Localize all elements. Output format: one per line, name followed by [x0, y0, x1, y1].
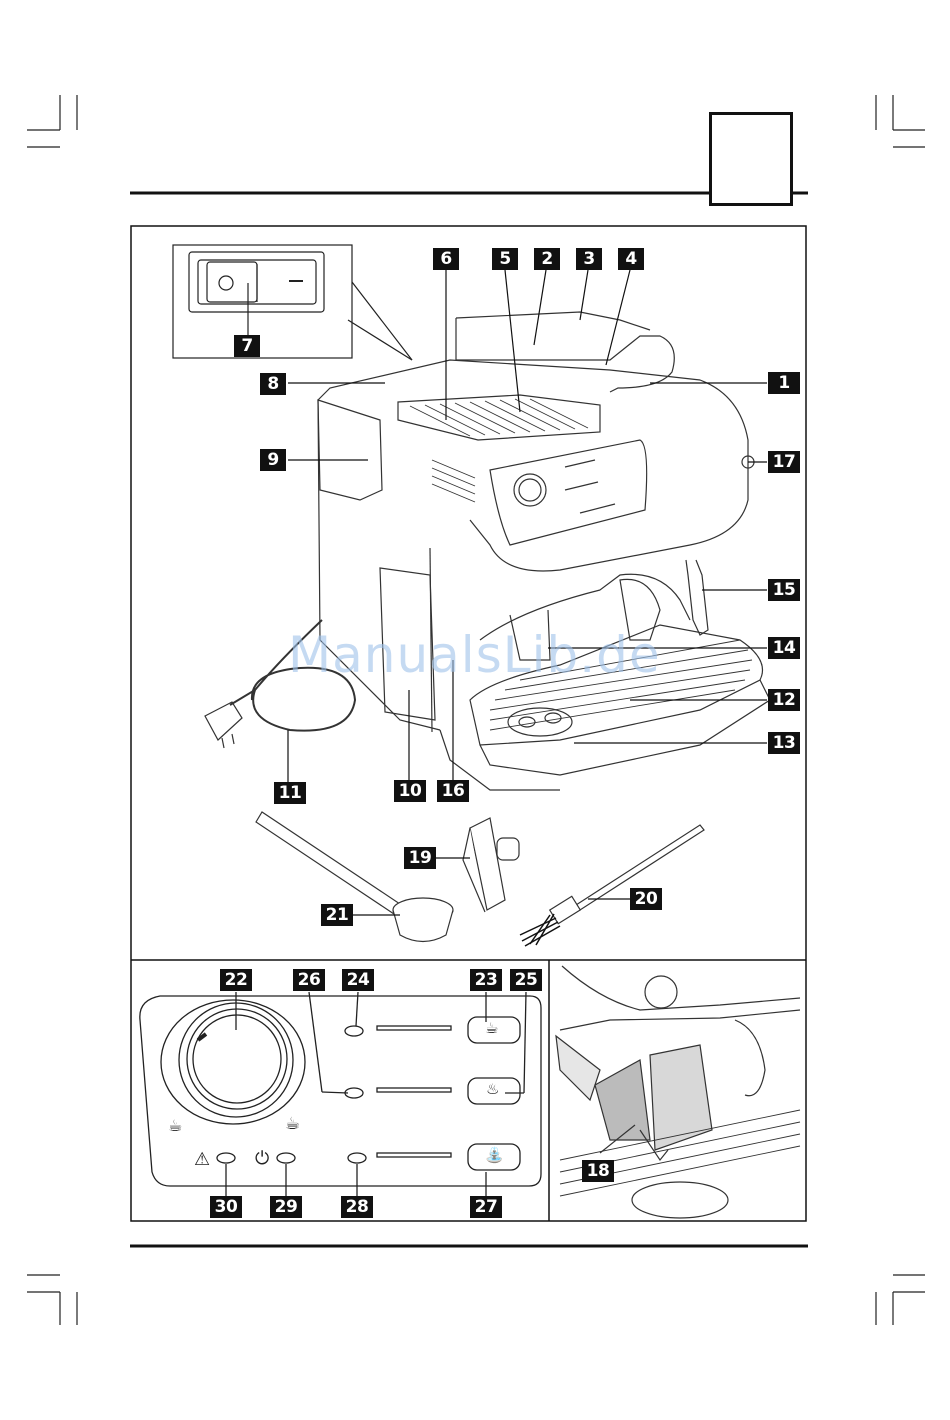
- cup-icon: ☕: [485, 1019, 498, 1037]
- callout-lines: [288, 270, 767, 915]
- label-20: 20: [630, 888, 662, 910]
- label-17: 17: [768, 451, 800, 473]
- label-14: 14: [768, 637, 800, 659]
- label-28: 28: [341, 1196, 373, 1218]
- steam-icon: ♨: [486, 1080, 499, 1098]
- label-9: 9: [260, 449, 286, 471]
- figure-frame: [131, 226, 806, 1221]
- label-21: 21: [321, 904, 353, 926]
- label-10: 10: [394, 780, 426, 802]
- coffee-machine-drawing: [205, 312, 770, 790]
- label-30: 30: [210, 1196, 242, 1218]
- label-4: 4: [618, 248, 644, 270]
- label-7: 7: [234, 335, 260, 357]
- power-icon: ⏻: [255, 1148, 269, 1169]
- power-switch-inset: [173, 245, 412, 360]
- label-8: 8: [260, 373, 286, 395]
- label-6: 6: [433, 248, 459, 270]
- label-13: 13: [768, 732, 800, 754]
- hot-water-icon: ⛲: [485, 1146, 504, 1164]
- label-18: 18: [582, 1160, 614, 1182]
- label-1: 1: [768, 372, 800, 394]
- label-26: 26: [293, 969, 325, 991]
- label-3: 3: [576, 248, 602, 270]
- label-16: 16: [437, 780, 469, 802]
- label-29: 29: [270, 1196, 302, 1218]
- label-27: 27: [470, 1196, 502, 1218]
- label-22: 22: [220, 969, 252, 991]
- label-15: 15: [768, 579, 800, 601]
- warning-icon: ⚠: [194, 1149, 210, 1170]
- label-2: 2: [534, 248, 560, 270]
- strong-cup-icon: ☕: [285, 1114, 300, 1134]
- watermark: ManualsLib.de: [288, 626, 661, 684]
- label-25: 25: [510, 969, 542, 991]
- label-5: 5: [492, 248, 518, 270]
- label-23: 23: [470, 969, 502, 991]
- chapter-tab-box: [709, 112, 793, 206]
- label-11: 11: [274, 782, 306, 804]
- label-24: 24: [342, 969, 374, 991]
- small-cup-icon: ☕: [168, 1116, 182, 1135]
- label-19: 19: [404, 847, 436, 869]
- label-12: 12: [768, 689, 800, 711]
